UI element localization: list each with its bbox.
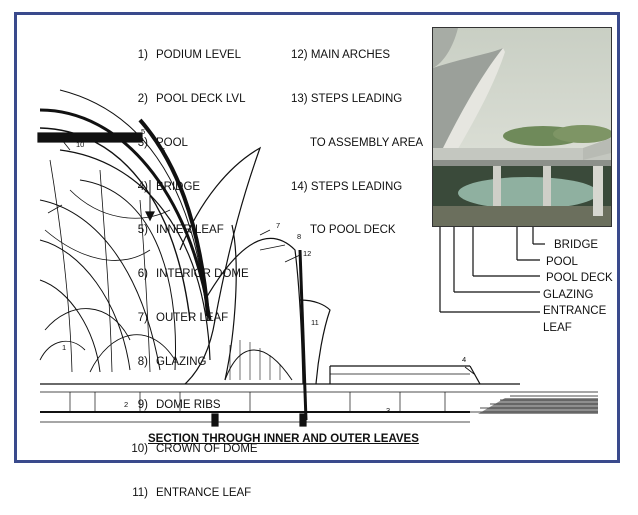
label-4: 4 [462, 355, 466, 364]
callout-pool-deck: POOL DECK [546, 272, 613, 284]
legend-item: 4)BRIDGE [137, 180, 201, 193]
label-2: 2 [124, 400, 128, 409]
label-6: 6 [161, 146, 165, 155]
callout-pool: POOL [546, 255, 578, 268]
label-1: 1 [62, 343, 66, 352]
label-10: 10 [76, 140, 84, 149]
legend-item: 8)GLAZING [137, 355, 207, 368]
label-11: 11 [311, 318, 319, 327]
callout-entrance: ENTRANCE [543, 305, 607, 317]
legend-item: 12) MAIN ARCHES [291, 49, 391, 62]
label-5: 5 [141, 127, 145, 136]
legend-item: 13) STEPS LEADING [291, 92, 403, 105]
legend-item: 6)INTERIOR DOME [137, 268, 249, 281]
legend-item: 2)POOL DECK LVL [137, 92, 246, 105]
legend-item: 3)POOL [137, 136, 188, 149]
label-8: 8 [297, 232, 301, 241]
legend-item: 14) STEPS LEADING [291, 180, 403, 193]
legend-right: 12) MAIN ARCHES 13) STEPS LEADING TO ASS… [291, 19, 423, 253]
photo-callouts: BRIDGE POOL POOL DECK GLAZING ENTRANCE L… [543, 237, 613, 336]
legend-item: TO POOL DECK [291, 224, 396, 237]
label-7: 7 [276, 221, 280, 230]
legend-item: 11)ENTRANCE LEAF [132, 487, 252, 499]
legend-item: 10)CROWN OF DOME [131, 443, 258, 456]
building-photo [432, 27, 612, 227]
legend-item: 7)OUTER LEAF [137, 311, 229, 324]
drawing-caption: SECTION THROUGH INNER AND OUTER LEAVES [148, 433, 419, 445]
callout-leaf: LEAF [543, 321, 572, 334]
callout-bridge: BRIDGE [554, 239, 599, 251]
callout-glazing: GLAZING [543, 288, 594, 301]
label-12: 12 [303, 249, 311, 258]
legend-item: 9)DOME RIBS [137, 399, 221, 412]
legend-item: 5)INNER LEAF [137, 224, 224, 237]
label-3: 3 [386, 406, 390, 415]
legend-item: 1)PODIUM LEVEL [137, 49, 241, 62]
legend-item: TO ASSEMBLY AREA [291, 136, 424, 149]
